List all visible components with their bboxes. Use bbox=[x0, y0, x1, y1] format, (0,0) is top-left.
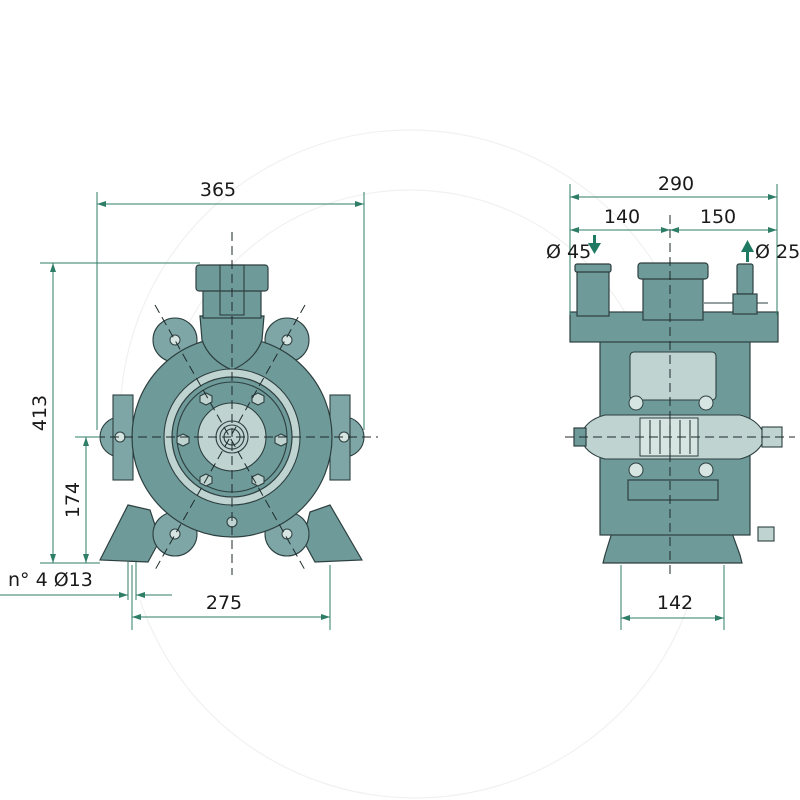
front-dimensions: 365 413 174 n° 4 Ø13 275 bbox=[0, 179, 365, 630]
suction-port-label: Ø 45 bbox=[546, 241, 591, 263]
flow-arrows bbox=[588, 235, 754, 262]
dim-hole-spacing: 275 bbox=[206, 592, 242, 614]
suction-port bbox=[576, 265, 610, 317]
delivery-port-label: Ø 25 bbox=[755, 241, 800, 263]
dim-shaft-height: 174 bbox=[62, 482, 84, 518]
side-view bbox=[565, 215, 795, 575]
dim-overall-depth: 290 bbox=[658, 173, 694, 195]
delivery-port bbox=[736, 263, 754, 295]
delivery-arrow-icon bbox=[741, 240, 754, 252]
suction-arrow-icon bbox=[588, 243, 601, 254]
dim-left-segment: 140 bbox=[604, 206, 640, 228]
side-dimensions: 290 140 150 Ø 45 Ø 25 142 bbox=[546, 173, 800, 630]
dim-base-width: 142 bbox=[657, 592, 693, 614]
dim-overall-width: 365 bbox=[200, 179, 236, 201]
front-view bbox=[96, 232, 378, 575]
dim-right-segment: 150 bbox=[700, 206, 736, 228]
right-foot bbox=[302, 504, 364, 563]
dim-overall-height: 413 bbox=[29, 395, 51, 431]
dim-mounting-holes: n° 4 Ø13 bbox=[8, 569, 93, 591]
left-foot bbox=[99, 504, 161, 563]
